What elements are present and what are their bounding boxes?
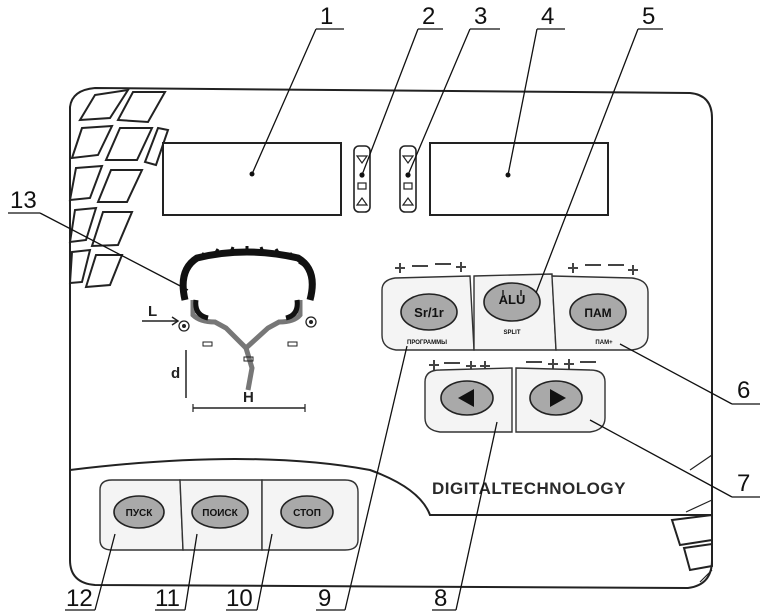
pusk-button-label: ПУСК xyxy=(126,508,154,519)
right-plane-indicator xyxy=(399,145,417,213)
dimension-h: H xyxy=(192,389,306,412)
left-plane-indicator xyxy=(353,145,371,213)
callout-6: 6 xyxy=(737,377,750,404)
left-display xyxy=(162,142,342,216)
callout-2: 2 xyxy=(422,3,435,30)
wheel-profile-icon xyxy=(178,246,317,391)
brand-label: DIGITALTECHNOLOGY xyxy=(432,479,626,498)
tread-decoration xyxy=(68,88,713,572)
dimension-d: d xyxy=(171,350,187,398)
triangle-right-icon xyxy=(550,389,566,407)
sr-button-label: Sr/1r xyxy=(414,305,444,320)
callout-numbers: 1 2 3 4 5 6 7 8 9 10 11 12 13 xyxy=(10,3,750,612)
callout-3: 3 xyxy=(474,3,487,30)
dimension-d-label: d xyxy=(171,365,180,382)
callout-12: 12 xyxy=(66,585,93,612)
pam-button-label: ПАМ xyxy=(584,306,611,320)
pam-button-sublabel: ПАМ+ xyxy=(595,340,613,346)
pusk-button[interactable]: ПУСК xyxy=(99,479,184,551)
poisk-button[interactable]: ПОИСК xyxy=(179,479,263,551)
stop-button[interactable]: СТОП xyxy=(261,479,359,551)
right-display xyxy=(429,142,609,216)
callout-5: 5 xyxy=(642,3,655,30)
sr-button-sublabel: ПРОГРАММЫ xyxy=(407,340,447,346)
callout-9: 9 xyxy=(318,585,331,612)
dimension-h-label: H xyxy=(243,389,254,406)
alu-button-label: ALU xyxy=(499,292,526,307)
triangle-left-icon xyxy=(458,389,474,407)
callout-leaders xyxy=(8,28,760,611)
left-arrow-button[interactable] xyxy=(424,367,513,433)
poisk-button-label: ПОИСК xyxy=(202,508,238,519)
callout-11: 11 xyxy=(155,585,180,612)
dimension-l: L xyxy=(142,303,180,326)
callout-10: 10 xyxy=(226,585,253,612)
callout-13: 13 xyxy=(10,187,37,214)
callout-1: 1 xyxy=(320,3,333,30)
callout-8: 8 xyxy=(434,585,447,612)
callout-4: 4 xyxy=(541,3,554,30)
weight-marks xyxy=(395,262,638,371)
alu-button[interactable]: ALU SPLIT xyxy=(473,273,557,351)
pam-button[interactable]: ПАМ ПАМ+ xyxy=(551,275,649,351)
callout-7: 7 xyxy=(737,470,750,497)
right-arrow-button[interactable] xyxy=(515,367,606,433)
dimension-l-label: L xyxy=(148,303,157,320)
stop-button-label: СТОП xyxy=(293,508,321,519)
alu-button-sublabel: SPLIT xyxy=(503,330,520,336)
sr-program-button[interactable]: Sr/1r ПРОГРАММЫ xyxy=(381,275,475,351)
